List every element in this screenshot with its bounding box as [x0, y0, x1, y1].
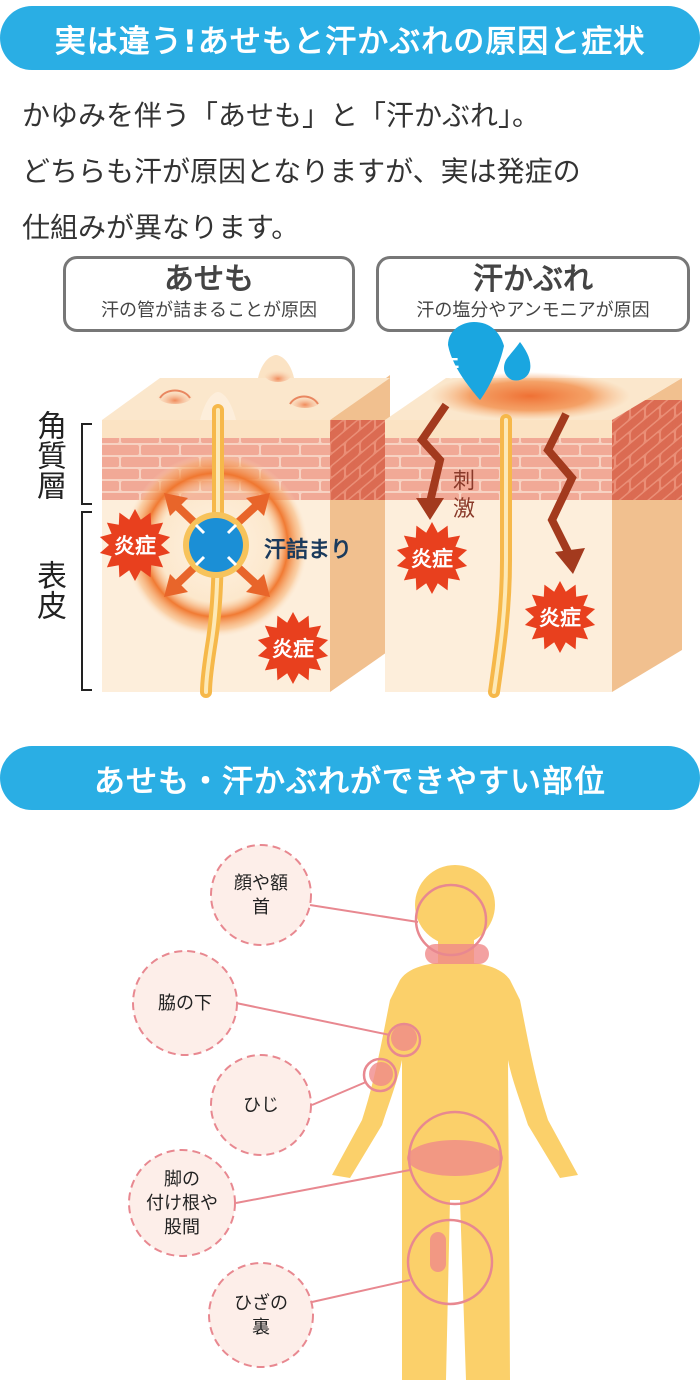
clog-label: 汗詰まり [264, 537, 352, 563]
intro-line-2: どちらも汗が原因となりますが、実は発症の [22, 155, 581, 188]
epidermis-text: 表皮 [31, 560, 66, 620]
stratum-text: 角質層 [31, 410, 66, 500]
section-title-body-parts: あせも・汗かぶれができやすい部位 [0, 746, 700, 810]
inflammation-burst-1 [99, 509, 171, 581]
epidermis-label: 表皮 [28, 560, 68, 629]
target-circles [362, 883, 503, 1306]
intro-line-1: かゆみを伴う「あせも」と「汗かぶれ」。 [22, 99, 541, 132]
inflammation-burst-2 [257, 612, 329, 684]
inflammation-label-2: 炎症 [272, 637, 314, 661]
inflammation-label-3: 炎症 [411, 547, 453, 571]
callout-label-3: ひじ [243, 1095, 279, 1116]
inflammation-burst-4 [524, 581, 596, 653]
callout-label-1: 顔や額首 [234, 873, 288, 918]
asekabure-title: 汗かぶれ [473, 262, 593, 297]
asekabure-subtitle: 汗の塩分やアンモニアが原因 [416, 300, 650, 321]
stimulus-label-1: 刺 [453, 469, 475, 494]
asemo-title: あせも [164, 262, 254, 297]
sweat-drop-label: 汗 [437, 357, 459, 382]
asemo-skin-block: 汗詰まり [102, 355, 390, 698]
asemo-label-box: あせも 汗の管が詰まることが原因 [63, 256, 355, 332]
section-title-causes: 実は違う!あせもと汗かぶれの原因と症状 [0, 6, 700, 70]
callout-label-5: ひざの裏 [234, 1292, 288, 1338]
intro-line-3: 仕組みが異なります。 [22, 211, 300, 244]
asemo-subtitle: 汗の管が詰まることが原因 [101, 300, 317, 321]
callout-label-2: 脇の下 [158, 993, 212, 1014]
callout-circles [128, 844, 314, 1368]
asekabure-label-box: 汗かぶれ 汗の塩分やアンモニアが原因 [376, 256, 690, 332]
inflammation-label-4: 炎症 [539, 606, 581, 630]
stimulus-label-2: 激 [453, 497, 475, 522]
inflammation-label-1: 炎症 [114, 534, 156, 558]
intro-text: かゆみを伴う「あせも」と「汗かぶれ」。 どちらも汗が原因となりますが、実は発症の… [22, 88, 682, 256]
callout-connectors [235, 904, 419, 1303]
stratum-label: 角質層 [28, 410, 68, 509]
inflammation-burst-3 [396, 522, 468, 594]
callout-label-4: 脚の付け根や股間 [146, 1169, 218, 1238]
layer-brackets [81, 423, 92, 691]
